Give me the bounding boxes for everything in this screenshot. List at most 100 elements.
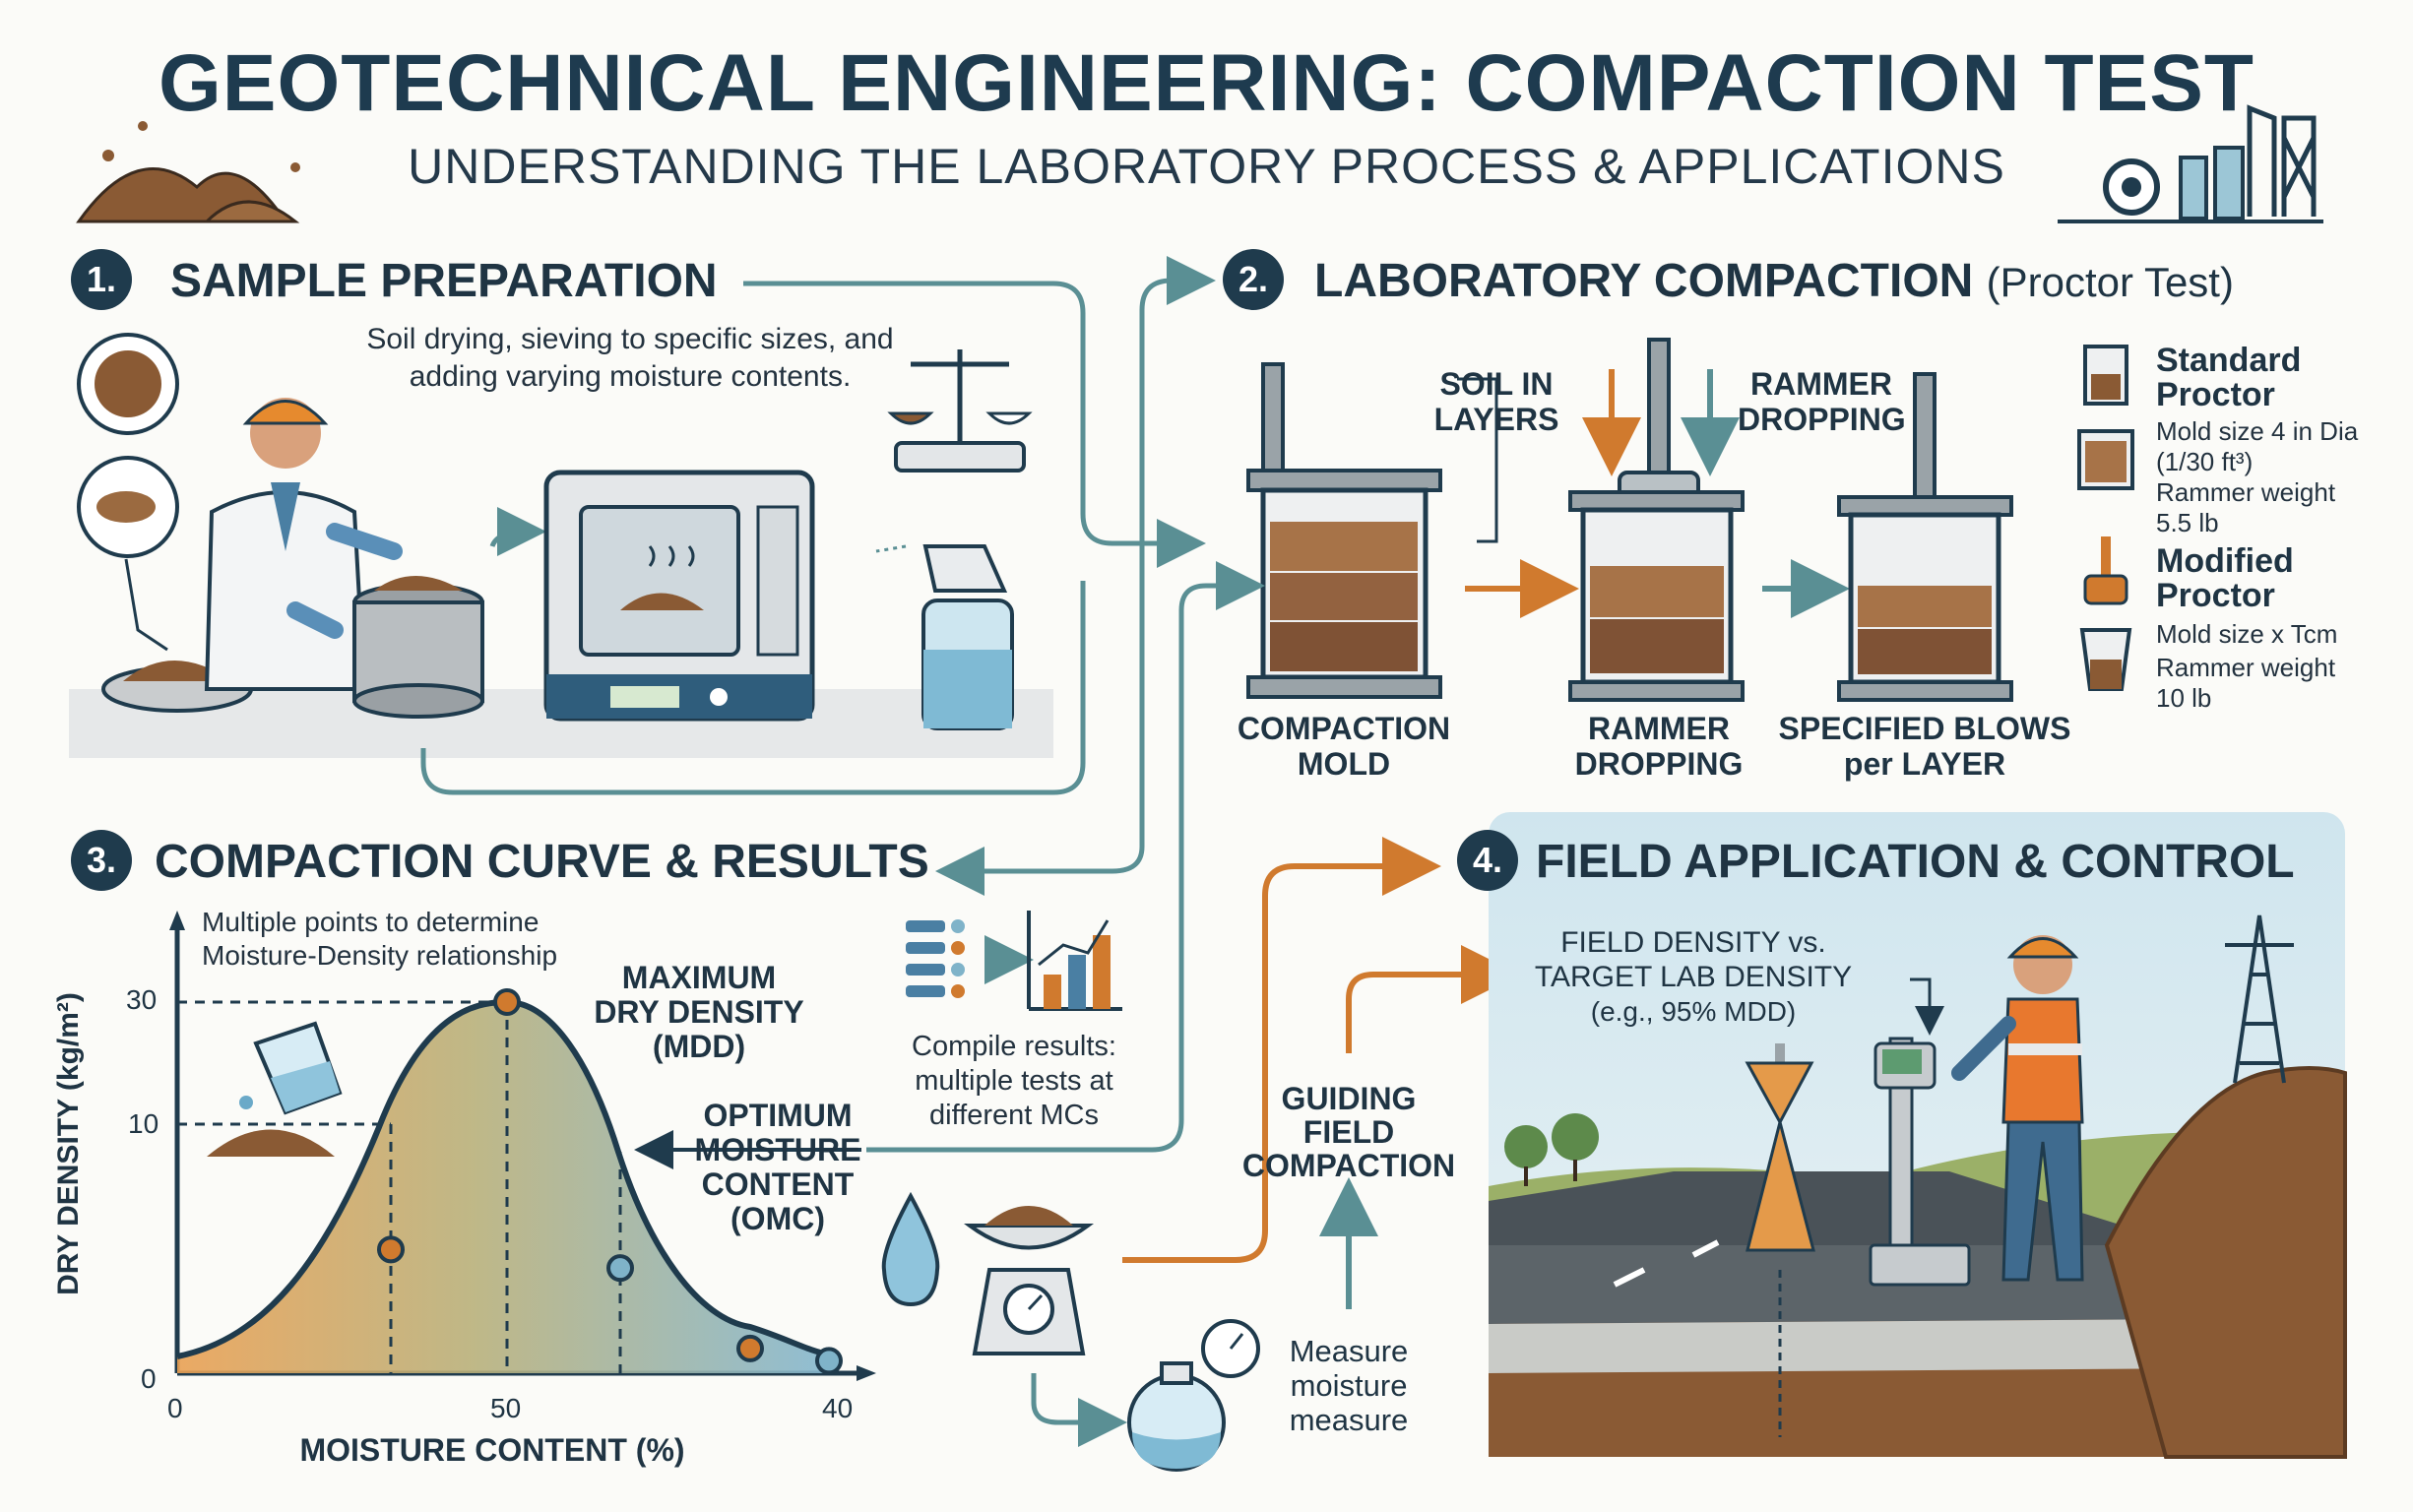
omc-label-1: OPTIMUM: [703, 1098, 853, 1133]
weighing-scale-icon: [963, 1206, 1095, 1355]
soil-pile-icon: [76, 121, 300, 223]
compaction-mold-1: [1246, 362, 1442, 699]
arrow-to-flask: [1031, 1373, 1127, 1447]
balance-scale-icon: [887, 349, 1033, 472]
mdd-label-1: MAXIMUM: [621, 960, 777, 995]
compaction-mold-label-2: MOLD: [1297, 746, 1391, 782]
measure-label-2: moisture: [1290, 1368, 1408, 1403]
compile-results-line2: multiple tests at: [915, 1065, 1113, 1097]
guiding-label-3: COMPACTION: [1241, 1148, 1456, 1183]
rammer-dropping-label-2: DROPPING: [1574, 746, 1744, 782]
rammer-dropping-top-label-1: RAMMER: [1750, 366, 1892, 402]
measure-label-3: measure: [1289, 1403, 1409, 1437]
spray-bottle-icon: [875, 544, 1014, 730]
moisture-flask-icon: [1127, 1319, 1260, 1472]
rammer-dropping-top-label-2: DROPPING: [1738, 402, 1906, 437]
section-4-number: 4.: [1457, 830, 1518, 891]
specified-blows-label-2: per LAYER: [1843, 746, 2006, 782]
mdd-label-2: DRY DENSITY: [594, 994, 804, 1030]
flow-arrow-up-to-2: [1139, 256, 1216, 847]
standard-proctor-line4: 5.5 lb: [2156, 508, 2219, 537]
technician-figure: [204, 398, 403, 691]
measure-label-1: Measure: [1289, 1334, 1409, 1368]
rammer-dropping-label-1: RAMMER: [1588, 711, 1730, 746]
sieve-icon: [352, 576, 484, 719]
section-2-title-main: LABORATORY COMPACTION: [1314, 255, 1974, 307]
chart-data-point: [377, 1235, 405, 1264]
section-2-number: 2.: [1223, 249, 1284, 310]
page-title: GEOTECHNICAL ENGINEERING: COMPACTION TES…: [158, 38, 2255, 128]
water-drop-icon: [881, 1191, 940, 1307]
compaction-mold-3: [1837, 372, 2013, 702]
field-density-line2: TARGET LAB DENSITY: [1534, 961, 1853, 993]
guiding-to-field-arrow: [1346, 945, 1520, 1053]
modified-proctor-title-2: Proctor: [2156, 577, 2275, 614]
field-density-pointer: [1910, 977, 1944, 1036]
section-3-title: COMPACTION CURVE & RESULTS: [155, 836, 929, 888]
omc-label-4: (OMC): [730, 1201, 825, 1236]
section-3-number: 3.: [71, 830, 132, 891]
chart-points: [377, 988, 843, 1375]
chart-data-point: [815, 1347, 843, 1375]
section-2-title-suffix: (Proctor Test): [1986, 259, 2234, 305]
sand-cone-apparatus-icon: [1745, 1043, 1815, 1437]
field-panel: [1489, 812, 2347, 1459]
soil-sample-circle-icon: [77, 333, 179, 652]
standard-proctor-title-1: Standard: [2156, 342, 2302, 379]
modified-proctor-title-1: Modified: [2156, 542, 2294, 580]
compile-results-line3: different MCs: [929, 1100, 1099, 1131]
compile-results-line1: Compile results:: [912, 1031, 1116, 1062]
guiding-label-2: FIELD: [1302, 1114, 1395, 1150]
mdd-label-3: (MDD): [652, 1029, 746, 1064]
y-tick-label: 30: [126, 984, 158, 1015]
omc-label-2: MOISTURE: [694, 1132, 861, 1167]
flow-arrow-return: [420, 581, 1086, 795]
chart-note-line2: Moisture-Density relationship: [202, 940, 558, 971]
compaction-mold-2: [1568, 338, 1745, 702]
compaction-mold-label-1: COMPACTION: [1237, 711, 1451, 746]
x-tick-label: 40: [822, 1393, 854, 1423]
compaction-curve-line: [176, 998, 830, 1359]
chart-note-line1: Multiple points to determine: [202, 907, 540, 937]
page-subtitle: UNDERSTANDING THE LABORATORY PROCESS & A…: [408, 139, 2005, 194]
omc-label-3: CONTENT: [701, 1166, 855, 1202]
soil-in-layers-label-2: LAYERS: [1433, 402, 1559, 437]
standard-proctor-line3: Rammer weight: [2156, 477, 2336, 507]
flow-arrow-to-field: [1122, 837, 1441, 1263]
section-2-title: LABORATORY COMPACTION (Proctor Test): [1314, 254, 2234, 308]
modified-proctor-line3: 10 lb: [2156, 683, 2212, 713]
guiding-label-1: GUIDING: [1281, 1081, 1417, 1116]
section-1-title: SAMPLE PREPARATION: [170, 255, 718, 307]
field-density-line3: (e.g., 95% MDD): [1590, 996, 1797, 1027]
section-1-description-line1: Soil drying, sieving to specific sizes, …: [366, 323, 894, 355]
standard-proctor-mold-icon: [2077, 345, 2134, 490]
oven-icon: [543, 470, 815, 722]
x-tick-label: 0: [167, 1393, 183, 1423]
modified-proctor-line2: Rammer weight: [2156, 653, 2336, 682]
chart-data-point: [493, 988, 521, 1016]
specified-blows-label-1: SPECIFIED BLOWS: [1778, 711, 2071, 746]
beaker-pour-icon: [207, 1021, 343, 1157]
flow-arrow-to-3: [935, 846, 1145, 896]
x-axis-label: MOISTURE CONTENT (%): [299, 1432, 685, 1468]
standard-proctor-title-2: Proctor: [2156, 376, 2275, 413]
y-tick-label: 10: [128, 1108, 159, 1139]
compaction-curve-fill: [177, 1002, 829, 1373]
y-tick-label: 0: [141, 1363, 157, 1394]
standard-proctor-line2: (1/30 ft³): [2156, 447, 2254, 476]
chart-data-point: [606, 1254, 634, 1283]
standard-proctor-line1: Mold size 4 in Dia: [2156, 416, 2359, 446]
modified-proctor-rammer-icon: [2079, 536, 2132, 691]
section-1-number: 1.: [71, 249, 132, 310]
section-4-title: FIELD APPLICATION & CONTROL: [1536, 836, 2295, 888]
soil-layers-pointer: [1457, 377, 1498, 543]
modified-proctor-line1: Mold size x Tcm: [2156, 619, 2338, 649]
lab-equipment-icon: [2058, 104, 2323, 223]
soil-in-layers-label-1: SOIL IN: [1439, 366, 1554, 402]
nuclear-density-gauge-icon: [1869, 1037, 1971, 1287]
compile-results-icon: [906, 911, 1122, 1011]
y-axis-label: DRY DENSITY (kg/m²): [52, 992, 85, 1295]
x-tick-label: 50: [490, 1393, 522, 1423]
field-density-line1: FIELD DENSITY vs.: [1560, 926, 1826, 959]
